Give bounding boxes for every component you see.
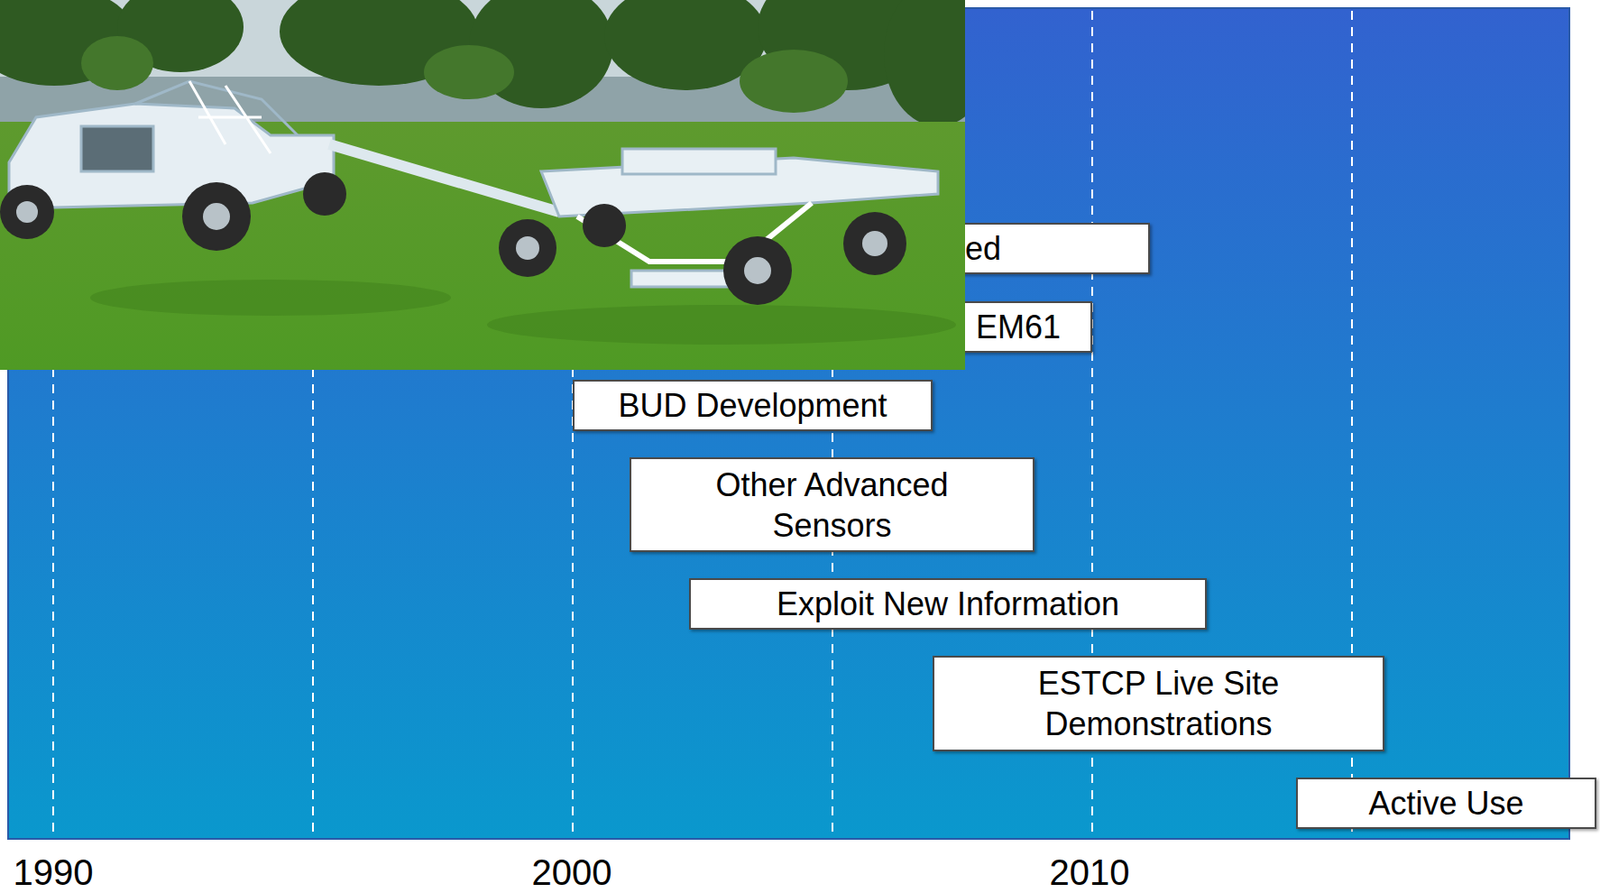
- timeline-box: Active Use: [1296, 777, 1597, 829]
- timeline-box: ESTCP Live Site Demonstrations: [932, 655, 1385, 752]
- box-label: Active Use: [1368, 782, 1524, 824]
- box-label: EM61: [975, 306, 1061, 348]
- timeline-box: Exploit New Information: [689, 578, 1207, 630]
- box-label: BUD Development: [617, 385, 887, 426]
- timeline-box: ed: [937, 222, 1150, 275]
- box-label: Exploit New Information: [776, 583, 1120, 625]
- year-label: 1990: [13, 852, 94, 893]
- timeline-box: BUD Development: [572, 379, 933, 432]
- box-label: ESTCP Live Site Demonstrations: [970, 662, 1347, 745]
- vehicle-photo: [0, 0, 966, 370]
- box-label: Other Advanced Sensors: [667, 464, 997, 546]
- year-label: 2000: [532, 852, 613, 893]
- year-label: 2010: [1049, 852, 1131, 893]
- box-label: ed: [965, 228, 1002, 269]
- timeline-box: Other Advanced Sensors: [629, 457, 1035, 552]
